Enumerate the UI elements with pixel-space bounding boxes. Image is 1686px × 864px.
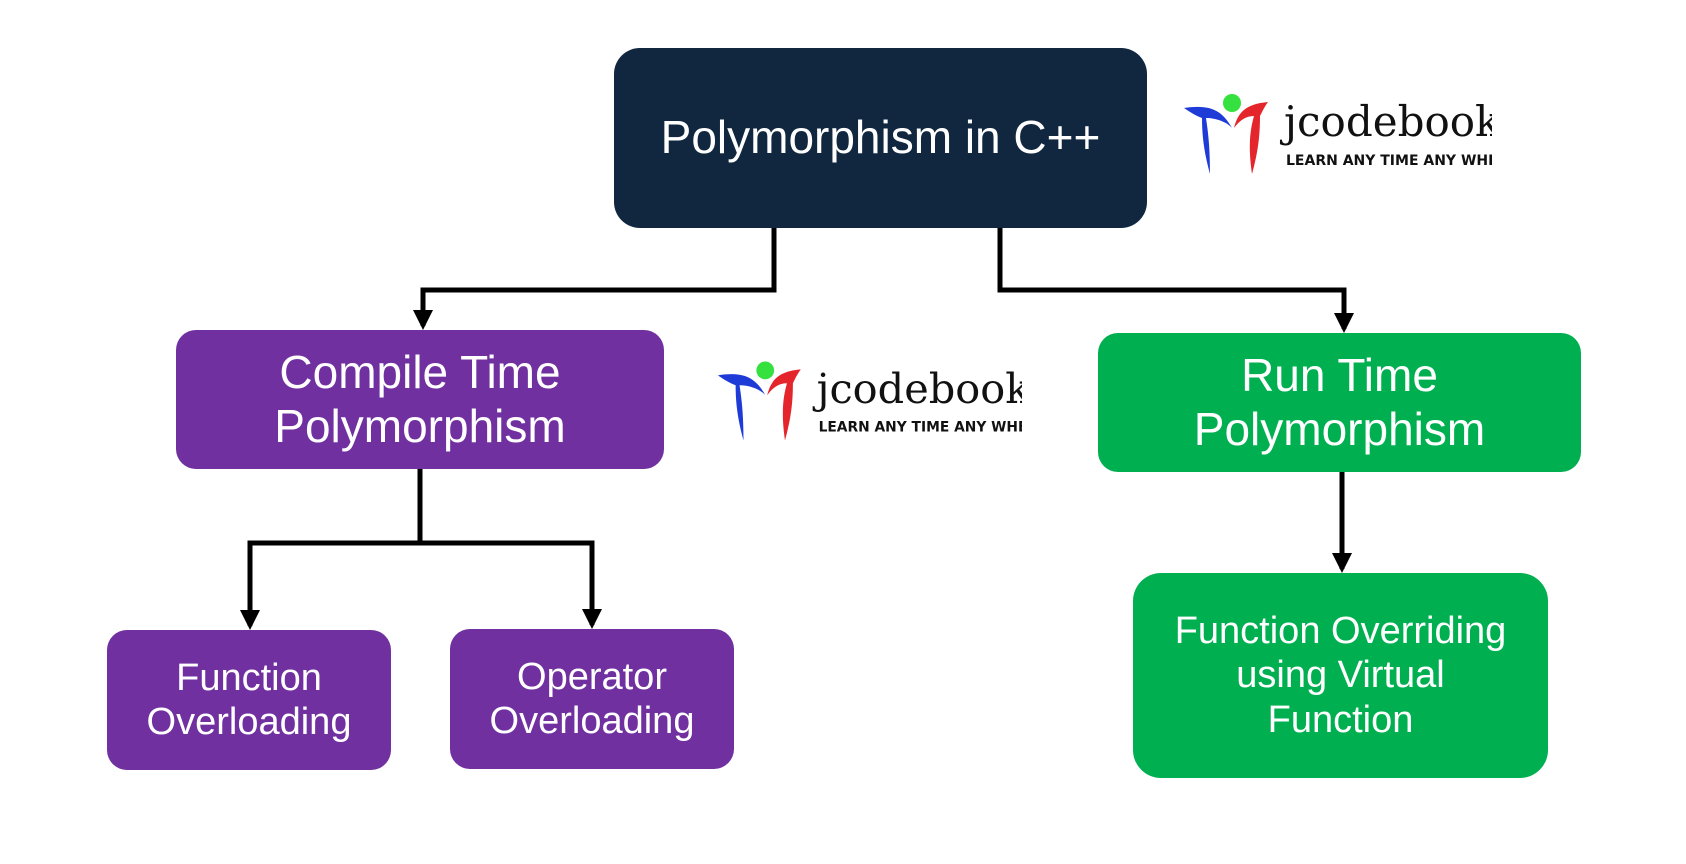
compile-time-label-line-1: Compile Time bbox=[279, 346, 561, 399]
node-function-overriding: Function Overriding using Virtual Functi… bbox=[1133, 573, 1548, 778]
function-overriding-label-line-1: Function Overriding bbox=[1174, 610, 1507, 653]
compile-time-label-line-2: Polymorphism bbox=[274, 399, 566, 452]
connector-root-to-run-time bbox=[997, 228, 1354, 333]
logo-tagline: LEARN ANY TIME ANY WHERE bbox=[1286, 153, 1492, 169]
function-overloading-label-line-2: Overloading bbox=[146, 701, 352, 743]
operator-overloading-label-line-2: Overloading bbox=[489, 700, 695, 742]
connector-compile-time-to-function-overloading bbox=[240, 469, 423, 630]
person-figure-logo-icon bbox=[1184, 94, 1268, 174]
run-time-label-line-2: Polymorphism bbox=[1193, 402, 1486, 455]
person-figure-logo-icon bbox=[717, 361, 801, 441]
function-overriding-label-line-3: Function bbox=[1267, 698, 1414, 741]
connector-compile-time-to-operator-overloading bbox=[420, 540, 602, 629]
node-function-overloading: Function Overloading bbox=[107, 630, 391, 770]
function-overriding-label-line-2: using Virtual bbox=[1236, 654, 1445, 697]
operator-overloading-label-line-1: Operator bbox=[517, 655, 667, 698]
function-overloading-label-line-1: Function bbox=[176, 656, 322, 699]
logo-wordmark: jcodebook bbox=[813, 365, 1022, 413]
jcodebook-logo-middle: jcodebook LEARN ANY TIME ANY WHERE bbox=[717, 361, 1022, 441]
node-operator-overloading: Operator Overloading bbox=[450, 629, 734, 769]
logo-tagline: LEARN ANY TIME ANY WHERE bbox=[819, 420, 1022, 436]
connector-root-to-compile-time bbox=[413, 228, 777, 330]
node-run-time-polymorphism: Run Time Polymorphism bbox=[1098, 333, 1581, 472]
jcodebook-logo-top: jcodebook LEARN ANY TIME ANY WHERE bbox=[1184, 94, 1492, 174]
run-time-label-line-1: Run Time bbox=[1241, 349, 1438, 402]
node-compile-time-polymorphism: Compile Time Polymorphism bbox=[176, 330, 664, 469]
root-node-polymorphism: Polymorphism in C++ bbox=[614, 48, 1147, 228]
logo-wordmark: jcodebook bbox=[1279, 97, 1492, 146]
root-node-label: Polymorphism in C++ bbox=[660, 111, 1101, 164]
